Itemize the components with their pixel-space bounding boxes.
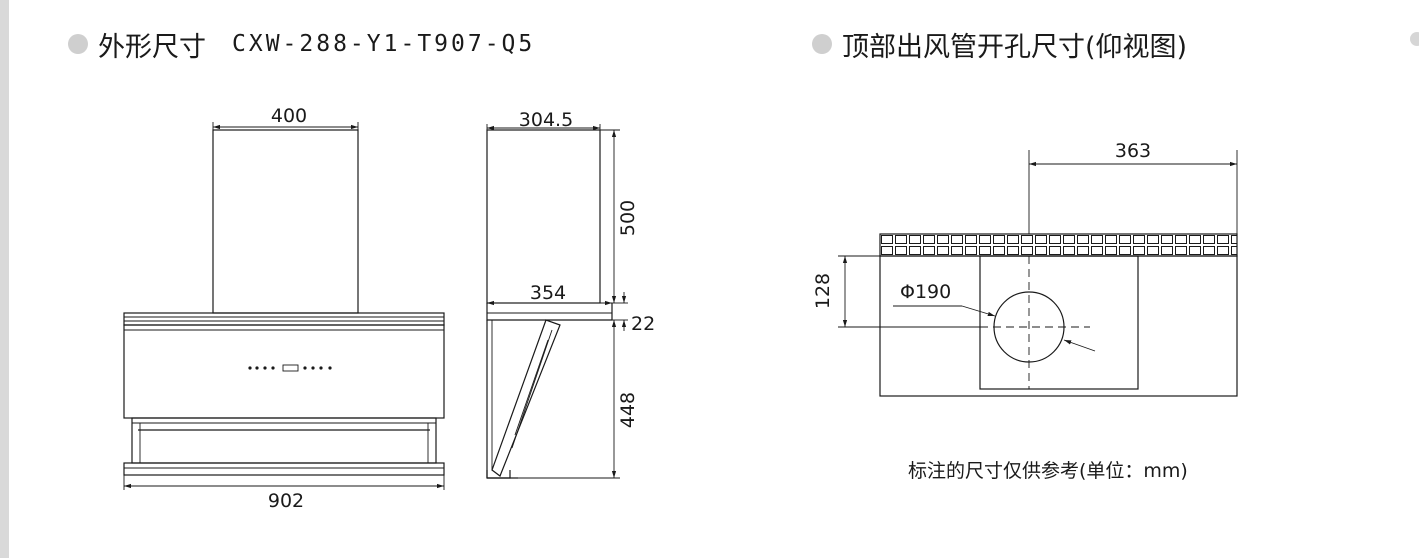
heading-dimensions-title: 外形尺寸	[98, 31, 206, 63]
dim-panel-height: 22	[631, 313, 655, 335]
side-top-panel	[486, 303, 613, 321]
front-view: 400 902	[123, 105, 445, 512]
dim-hole-depth: 128	[812, 273, 834, 309]
bottom-view: 363 128 Φ190	[812, 140, 1238, 397]
front-top-panel	[123, 312, 445, 326]
model-number: CXW-288-Y1-T907-Q5	[232, 31, 536, 57]
front-bottom-panel	[123, 462, 445, 476]
dim-chimney-height: 500	[617, 200, 639, 236]
hood-top-outline	[979, 255, 1139, 390]
dimension-note: 标注的尺寸仅供参考(单位：mm)	[908, 460, 1188, 482]
edge-bullet-icon	[1410, 32, 1419, 46]
side-view: 304.5 354 500 22 448	[486, 109, 655, 479]
dim-side-mid-depth: 354	[530, 282, 566, 304]
front-glass-panel	[123, 324, 445, 419]
control-strip-icon	[248, 364, 332, 372]
duct-hole	[993, 291, 1065, 363]
cabinet-tile-strip	[879, 233, 1238, 257]
side-chimney	[486, 129, 601, 304]
heading-dimensions: 外形尺寸 CXW-288-Y1-T907-Q5	[68, 24, 535, 64]
dim-side-top-depth: 304.5	[519, 109, 573, 131]
bullet-icon	[812, 34, 832, 54]
heading-duct-hole-title: 顶部出风管开孔尺寸(仰视图)	[842, 31, 1188, 63]
front-chimney	[212, 129, 359, 314]
dim-top-width: 400	[271, 105, 307, 127]
front-lower-body	[131, 417, 437, 464]
dim-hole-offset: 363	[1115, 140, 1151, 162]
dim-bottom-width: 902	[268, 490, 304, 512]
side-glass-panel	[491, 319, 561, 477]
left-edge-bar	[0, 0, 9, 558]
bullet-icon	[68, 34, 88, 54]
cabinet-outline	[879, 255, 1238, 397]
side-bottom-foot	[486, 470, 511, 479]
dim-hole-diameter: Φ190	[900, 281, 951, 303]
dim-body-height: 448	[617, 392, 639, 428]
heading-duct-hole: 顶部出风管开孔尺寸(仰视图)	[812, 24, 1187, 64]
